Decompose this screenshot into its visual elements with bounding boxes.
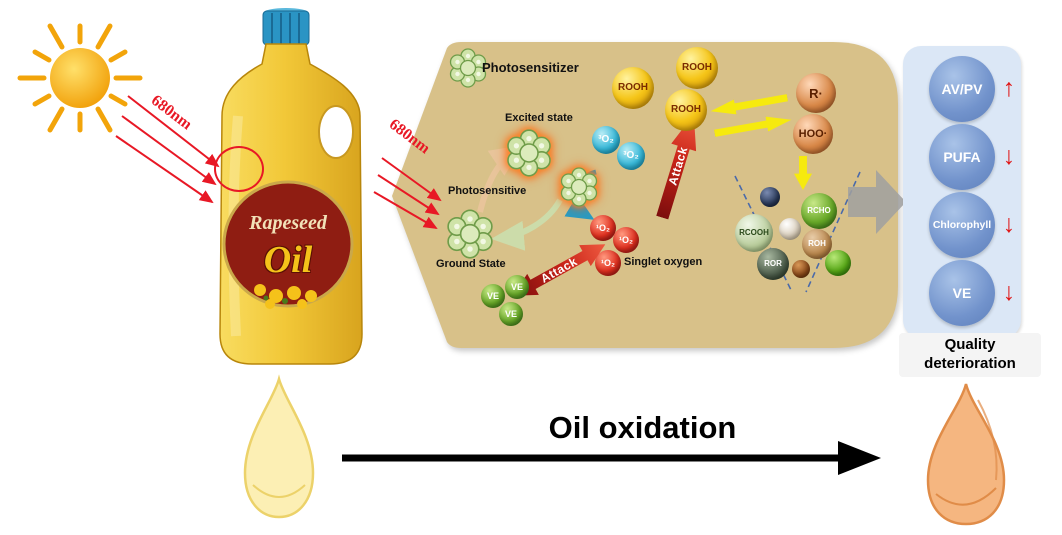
ground-state-label: Ground State (436, 258, 506, 270)
cycle-arrow-down (491, 198, 563, 251)
sun-icon (17, 23, 143, 133)
quality-circle-pufa: PUFA (929, 124, 995, 190)
focus-ring (214, 146, 264, 192)
quality-caption: Quality deterioration (899, 333, 1041, 377)
triplet-oxygen-sphere: ³O₂ (592, 126, 620, 154)
trend-up-icon: ↑ (1002, 74, 1016, 102)
rooh-sphere: ROOH (676, 47, 718, 89)
singlet-oxygen-sphere: ¹O₂ (590, 215, 616, 241)
singlet-oxygen-caption: Singlet oxygen (624, 256, 703, 268)
rooh-sphere: ROOH (665, 89, 707, 131)
rcooh-sphere: RCOOH (735, 214, 773, 252)
product-sphere (792, 260, 810, 278)
excited-state-label: Excited state (505, 112, 573, 124)
ve-sphere: VE (499, 302, 523, 326)
ground-cluster-icon (447, 209, 493, 259)
oxidation-arrow (342, 441, 881, 475)
quality-circle-ve: VE (929, 260, 995, 326)
process-title: Oil oxidation (548, 410, 737, 445)
quality-circle-avpv: AV/PV (929, 56, 995, 122)
output-arrow (848, 170, 906, 234)
label-flowers-icon (254, 284, 317, 309)
singlet-oxygen-sphere: ¹O₂ (595, 250, 621, 276)
ror-sphere: ROR (757, 248, 789, 280)
bottle-handle-hole (318, 105, 354, 159)
bottle-product-text: Oil (263, 239, 313, 281)
trend-down-icon: ↓ (1002, 210, 1016, 238)
rcho-sphere: RCHO (801, 193, 837, 229)
oil-bottle (219, 8, 363, 365)
oxidized-oil-droplet (926, 383, 1006, 526)
light-ray-arrows-outer (115, 95, 220, 204)
trend-down-icon: ↓ (1002, 278, 1016, 306)
bottle-brand-text: Rapeseed (249, 212, 327, 234)
triplet-oxygen-sphere: ³O₂ (617, 142, 645, 170)
hoo-radical-sphere: HOO· (793, 114, 833, 154)
photosensitizer-label: Photosensitizer (482, 60, 579, 75)
rooh-sphere: ROOH (612, 67, 654, 109)
product-sphere (779, 218, 801, 240)
quality-circle-chlorophyll: Chlorophyll (929, 192, 995, 258)
transition-cluster-icon (560, 167, 598, 207)
light-ray-arrows-inner (373, 157, 442, 230)
r-radical-sphere: R· (796, 73, 836, 113)
excited-cluster-icon (507, 129, 551, 177)
rapeseed-label (222, 180, 354, 308)
photosensitive-label: Photosensitive (448, 185, 527, 197)
ve-sphere: VE (505, 275, 529, 299)
product-sphere (825, 250, 851, 276)
fresh-oil-droplet (243, 374, 315, 519)
product-sphere (760, 187, 780, 207)
ve-sphere: VE (481, 284, 505, 308)
trend-down-icon: ↓ (1002, 142, 1016, 170)
singlet-oxygen-sphere: ¹O₂ (613, 227, 639, 253)
